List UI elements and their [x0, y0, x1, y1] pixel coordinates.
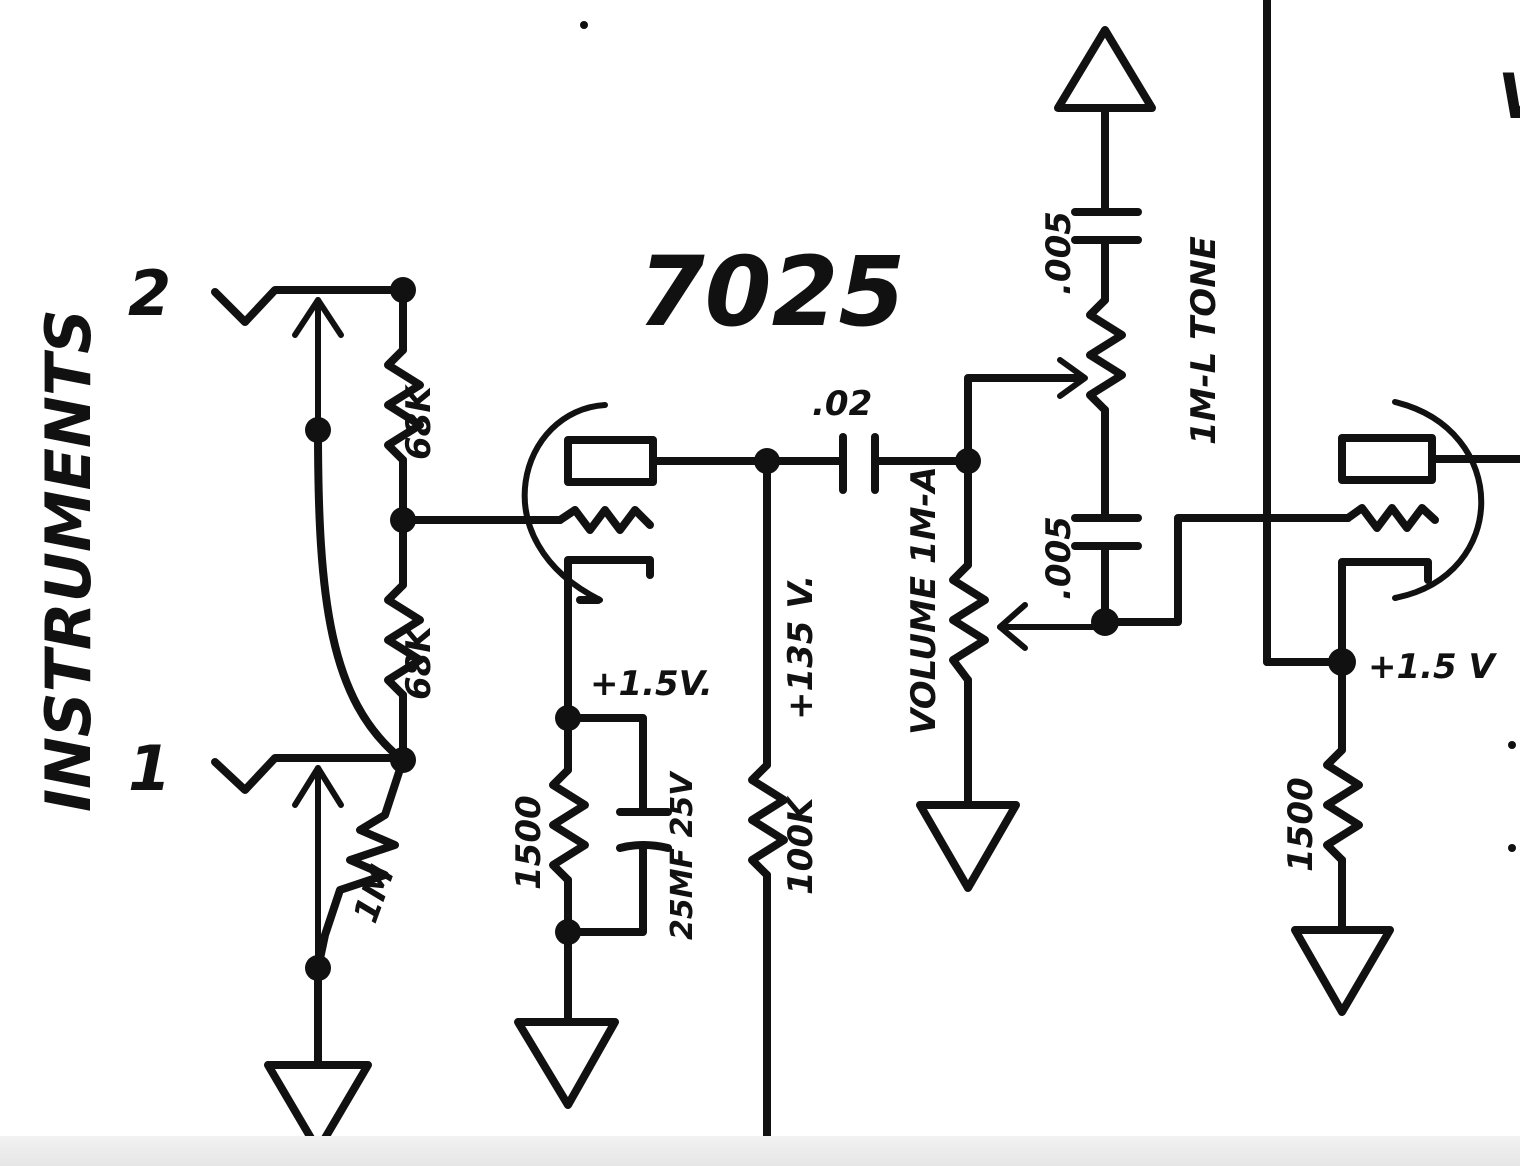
resistor-plate-load-label: 100K [781, 795, 821, 895]
resistor-plate-load [748, 761, 788, 879]
capacitor-tone-bottom [1071, 514, 1142, 550]
voltage-cathode-1: +1.5V. [590, 664, 713, 704]
tube-label: 7025 [638, 236, 905, 348]
ground-symbol [1054, 26, 1156, 112]
stray-dot [1508, 844, 1516, 852]
tone-cap-top-label: .005 [1039, 211, 1079, 295]
junction-dot [305, 417, 331, 443]
coupling-cap-label: .02 [812, 384, 872, 424]
cut-off-label: V [1498, 60, 1520, 133]
stray-dot [1508, 741, 1516, 749]
voltage-cathode-2: +1.5 V [1368, 647, 1498, 687]
bottom-edge-shadow [0, 1136, 1520, 1166]
instruments-label: INSTRUMENTS [32, 309, 105, 812]
potentiometer-volume [949, 561, 1108, 684]
capacitor-coupling [839, 433, 879, 494]
tube-1 [521, 402, 657, 704]
ground-symbol [1291, 926, 1394, 1016]
plate-voltage-label: +135 V. [781, 575, 821, 720]
resistor-68k-bottom-label: 68K [399, 624, 439, 700]
bypass-cap-label: 25MF 25V [665, 770, 700, 940]
input-1-label: 1 [128, 732, 171, 805]
resistor-1m-label: 1M [346, 860, 403, 928]
potentiometer-tone [1086, 296, 1126, 414]
resistor-cathode-1 [549, 766, 589, 884]
ground-symbol [264, 1061, 372, 1154]
junction-dot [390, 277, 416, 303]
resistor-68k-top-label: 68K [399, 384, 439, 460]
ground-symbol [514, 1018, 619, 1109]
input-jack-1 [211, 754, 409, 971]
ground-symbol [916, 801, 1020, 892]
input-jack-2 [211, 286, 409, 433]
resistor-cathode-2-label: 1500 [1281, 777, 1321, 872]
input-2-label: 2 [128, 257, 171, 330]
capacitor-tone-top [1071, 208, 1142, 244]
tone-cap-bottom-label: .005 [1039, 516, 1079, 600]
resistor-cathode-2 [1323, 746, 1363, 864]
tube-2 [1338, 399, 1520, 666]
stray-dot [580, 21, 588, 29]
capacitor-bypass [616, 808, 672, 852]
jack-switch-wire [314, 426, 404, 762]
resistor-1m-input [314, 756, 407, 972]
tone-pot-label: 1M-L TONE [1184, 236, 1224, 445]
resistor-cathode-1-label: 1500 [509, 795, 549, 890]
volume-pot-label: VOLUME 1M-A [904, 466, 944, 735]
